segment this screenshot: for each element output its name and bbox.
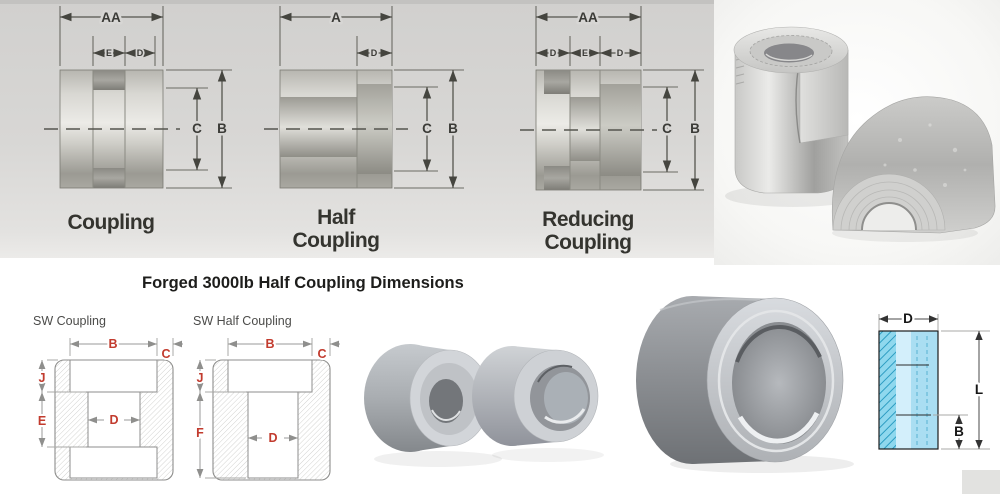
dim-c-label: C <box>192 121 202 136</box>
swh-dim-d: D <box>268 431 277 445</box>
swh-dim-j: J <box>197 371 204 385</box>
sw-dim-d: D <box>109 413 118 427</box>
sw-half-coupling-drawing: SW Half Coupling B C J F D <box>193 314 340 481</box>
swh-dim-b: B <box>265 337 274 351</box>
top-diagram-panel: AA E D C B Coupling A D <box>0 0 714 258</box>
sw-dim-b: B <box>108 337 117 351</box>
sw-half-coupling-label: SW Half Coupling <box>193 314 292 328</box>
blue-dim-b: B <box>954 424 964 439</box>
dim-e-label: E <box>106 48 112 58</box>
sw-dim-e: E <box>38 414 46 428</box>
sw-coupling-label: SW Coupling <box>33 314 106 328</box>
coupling-diagram: AA E D C B Coupling <box>44 6 232 234</box>
large-coupling-photo <box>636 296 854 473</box>
half-coupling-diagram: A D C B Half Coupling <box>264 6 464 252</box>
half-coupling-caption-line1: Half <box>317 206 356 229</box>
blue-dim-d: D <box>903 311 913 326</box>
half-coupling-caption-line2: Coupling <box>293 229 380 252</box>
sw-dim-c: C <box>161 347 170 361</box>
dim-a-label: A <box>331 10 341 25</box>
dim-c-label: C <box>422 121 432 136</box>
swh-dim-c: C <box>317 347 326 361</box>
reducing-coupling-diagram: AA D E D C B Reducing Coupling <box>520 6 704 254</box>
swh-dim-f: F <box>196 426 204 440</box>
sw-dim-j: J <box>39 371 46 385</box>
dim-b-label: B <box>690 121 700 136</box>
blue-dim-l: L <box>975 382 983 397</box>
half-couplings-photo <box>364 344 604 467</box>
dim-d-label: D <box>137 48 144 58</box>
bottom-panel: Forged 3000lb Half Coupling Dimensions S… <box>33 274 1000 494</box>
dim-d-label: D <box>371 48 378 58</box>
cutaway-couplings-photo <box>714 0 1000 265</box>
dim-e-label: E <box>582 48 588 58</box>
reducing-coupling-caption-line2: Coupling <box>545 231 632 254</box>
dim-b-label: B <box>448 121 458 136</box>
panel-top-edge <box>0 0 714 4</box>
blue-section-drawing: D L B <box>878 309 990 450</box>
sw-coupling-drawing: SW Coupling B C J E D <box>33 314 183 481</box>
coupling-caption: Coupling <box>68 211 155 234</box>
gray-corner-patch <box>962 470 1000 494</box>
dim-c-label: C <box>662 121 672 136</box>
bottom-title: Forged 3000lb Half Coupling Dimensions <box>142 274 464 292</box>
dim-d2-label: D <box>617 48 624 58</box>
dim-aa-label: AA <box>101 10 121 25</box>
reducing-coupling-caption-line1: Reducing <box>542 208 634 231</box>
dim-aa-label: AA <box>578 10 598 25</box>
dim-b-label: B <box>217 121 227 136</box>
dim-d-label: D <box>550 48 557 58</box>
